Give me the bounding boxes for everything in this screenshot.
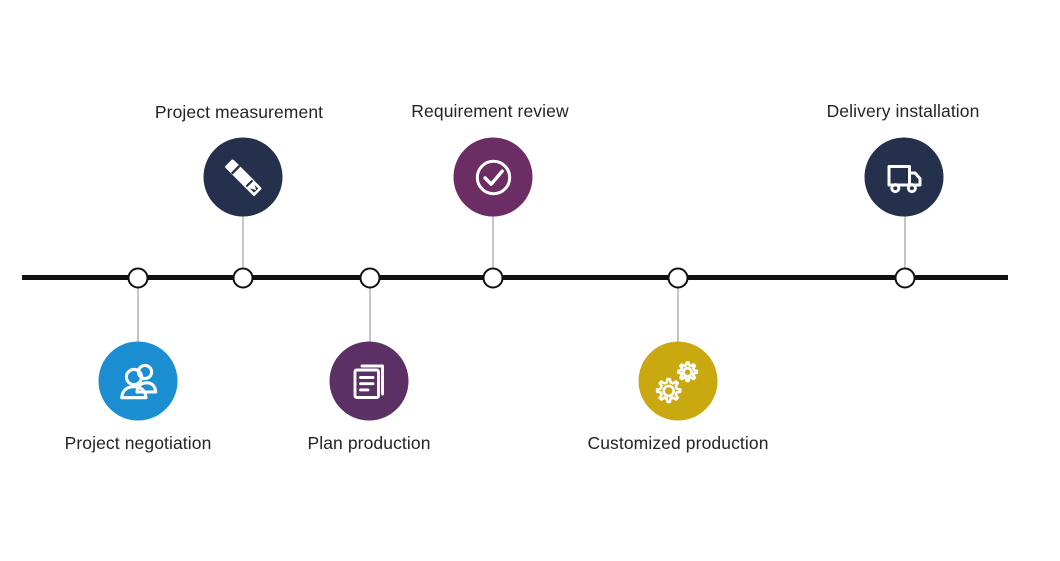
pencil-ruler-icon	[224, 159, 261, 196]
step-icon-gears[interactable]	[638, 341, 718, 421]
step-caption-5: Customized production	[587, 433, 769, 453]
connector-stem-6	[904, 216, 906, 272]
connector-stem-3	[369, 285, 371, 343]
timeline-node-4[interactable]	[482, 267, 504, 289]
check-circle-icon	[475, 159, 511, 195]
step-caption-1: Project negotiation	[64, 433, 212, 453]
users-group-icon	[119, 363, 157, 399]
step-icon-check-circle[interactable]	[453, 137, 533, 217]
timeline-node-5[interactable]	[667, 267, 689, 289]
connector-stem-5	[677, 285, 679, 343]
step-icon-delivery-truck[interactable]	[864, 137, 944, 217]
step-caption-3: Plan production	[307, 433, 431, 453]
connector-stem-2	[242, 216, 244, 272]
timeline-node-1[interactable]	[127, 267, 149, 289]
timeline-node-2[interactable]	[232, 267, 254, 289]
timeline-node-6[interactable]	[894, 267, 916, 289]
step-icon-documents[interactable]	[329, 341, 409, 421]
documents-icon	[353, 364, 384, 399]
timeline-node-3[interactable]	[359, 267, 381, 289]
delivery-truck-icon	[887, 164, 921, 193]
gears-icon	[655, 360, 698, 403]
step-icon-users-group[interactable]	[98, 341, 178, 421]
step-caption-2: Project measurement	[154, 102, 324, 122]
timeline-axis	[22, 275, 1008, 280]
connector-stem-4	[492, 216, 494, 272]
step-icon-pencil-ruler[interactable]	[203, 137, 283, 217]
connector-stem-1	[137, 285, 139, 343]
step-caption-4: Requirement review	[411, 101, 569, 121]
step-caption-6: Delivery installation	[826, 101, 980, 121]
